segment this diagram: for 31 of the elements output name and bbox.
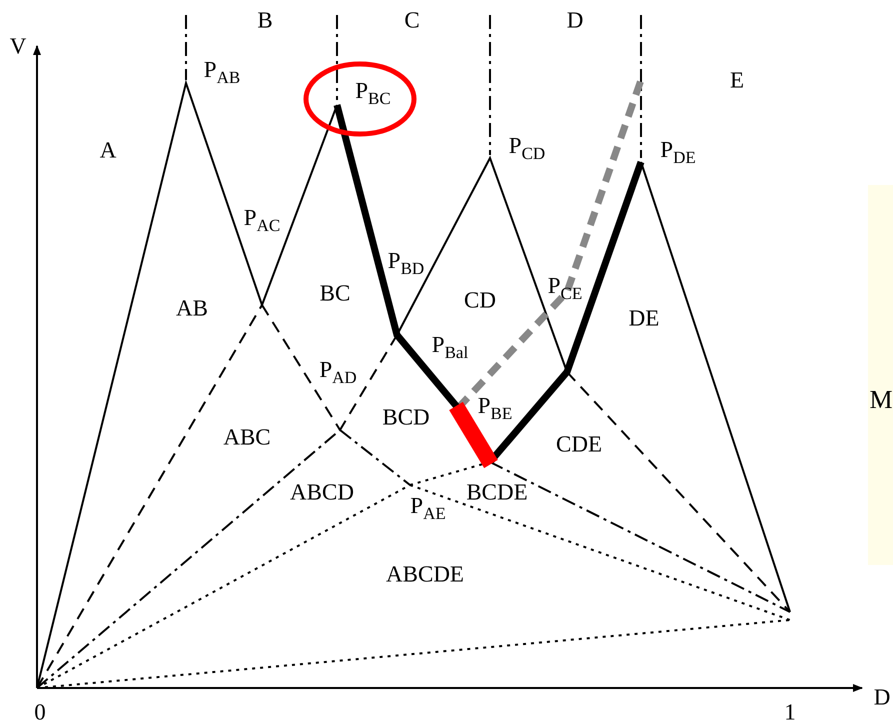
region-label: ABC [223,426,271,448]
region-label: BCDE [466,480,528,504]
axis-label: V [10,34,26,58]
point-label: P$_{Bal}$ [432,333,468,361]
tick-label: 1 [784,700,796,724]
region-label: BCD [382,406,430,428]
point-label: P$_{AE}$ [410,494,446,522]
point-label: P$_{BC}$ [355,79,391,107]
region-label: D [566,8,584,32]
note-text: M [869,387,893,413]
point-label: P$_{BE}$ [478,394,512,422]
region-label: C [404,8,420,32]
tick-label: 0 [34,700,46,724]
region-label: A [100,138,116,162]
region-label: ABCD [290,480,354,504]
axis-label: D [874,686,890,708]
point-label: P$_{DE}$ [660,138,696,166]
region-label: DE [628,306,660,330]
point-label: P$_{CD}$ [508,134,546,162]
point-label: P$_{CE}$ [548,274,582,302]
region-label: AB [176,296,208,320]
point-label: P$_{BD}$ [388,249,424,277]
point-label: P$_{AD}$ [319,358,357,386]
region-label: CD [464,288,496,312]
point-label: P$_{AB}$ [204,58,240,86]
region-label: ABCDE [386,562,464,586]
point-label: P$_{AC}$ [244,206,280,234]
region-label: E [730,68,744,92]
region-label: CDE [556,432,602,456]
region-label: BC [320,282,350,304]
region-label: B [257,8,273,32]
